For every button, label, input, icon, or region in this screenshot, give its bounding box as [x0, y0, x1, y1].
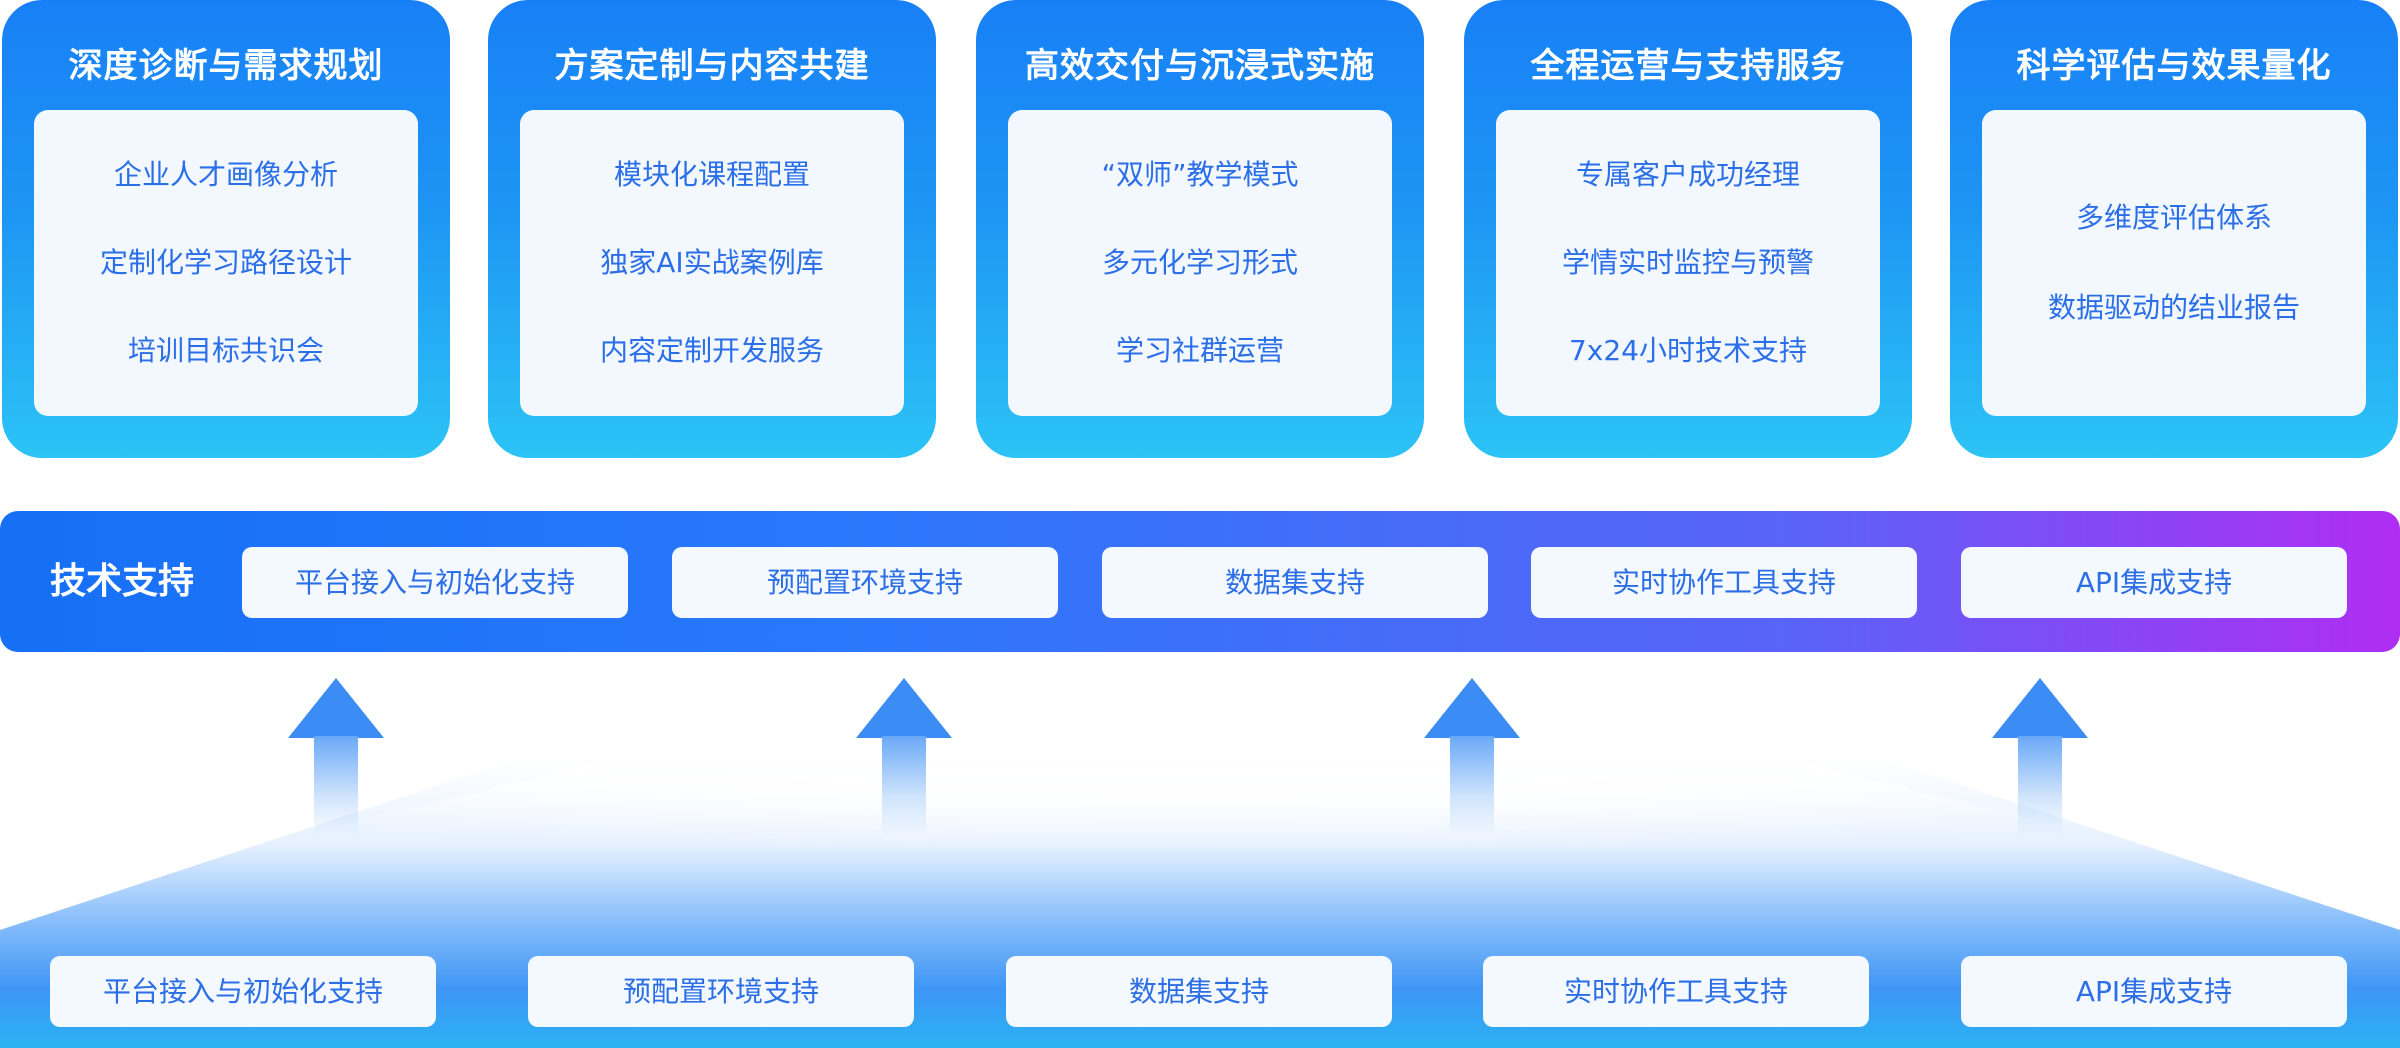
base-item: API集成支持: [1961, 956, 2347, 1027]
card-item: 学习社群运营: [1115, 334, 1284, 367]
arrow-up-icon: [1424, 678, 1520, 836]
card-items: “双师”教学模式 多元化学习形式 学习社群运营: [1008, 110, 1392, 416]
card-item: 培训目标共识会: [127, 334, 324, 367]
tech-support-item: 实时协作工具支持: [1531, 547, 1917, 618]
base-item: 数据集支持: [1006, 956, 1392, 1027]
card-item: 内容定制开发服务: [599, 334, 824, 367]
arrow-up-icon: [1992, 678, 2088, 836]
card-item: 企业人才画像分析: [113, 158, 338, 191]
card-item: 定制化学习路径设计: [99, 246, 352, 279]
card-item: 数据驱动的结业报告: [2047, 291, 2300, 324]
tech-support-item: API集成支持: [1961, 547, 2347, 618]
card-diagnosis: 深度诊断与需求规划 企业人才画像分析 定制化学习路径设计 培训目标共识会: [2, 0, 450, 458]
tech-support-item: 数据集支持: [1102, 547, 1488, 618]
card-item: “双师”教学模式: [1101, 158, 1299, 191]
card-title: 全程运营与支持服务: [1530, 46, 1846, 86]
card-delivery: 高效交付与沉浸式实施 “双师”教学模式 多元化学习形式 学习社群运营: [976, 0, 1424, 458]
card-title: 方案定制与内容共建: [554, 46, 870, 86]
service-cards: 深度诊断与需求规划 企业人才画像分析 定制化学习路径设计 培训目标共识会 方案定…: [0, 0, 2400, 460]
card-item: 多维度评估体系: [2075, 201, 2272, 234]
base-item: 平台接入与初始化支持: [50, 956, 436, 1027]
tech-support-item: 平台接入与初始化支持: [242, 547, 628, 618]
card-title: 科学评估与效果量化: [2016, 46, 2332, 86]
card-items: 企业人才画像分析 定制化学习路径设计 培训目标共识会: [34, 110, 418, 416]
base-item: 实时协作工具支持: [1483, 956, 1869, 1027]
card-item: 独家AI实战案例库: [600, 246, 824, 279]
arrow-up-icon: [288, 678, 384, 836]
card-item: 模块化课程配置: [613, 158, 810, 191]
card-title: 深度诊断与需求规划: [68, 46, 384, 86]
card-item: 学情实时监控与预警: [1561, 246, 1814, 279]
tech-support-bar: 技术支持 平台接入与初始化支持 预配置环境支持 数据集支持 实时协作工具支持 A…: [0, 511, 2400, 652]
card-items: 模块化课程配置 独家AI实战案例库 内容定制开发服务: [520, 110, 904, 416]
card-item: 多元化学习形式: [1101, 246, 1298, 279]
card-operations: 全程运营与支持服务 专属客户成功经理 学情实时监控与预警 7x24小时技术支持: [1464, 0, 1912, 458]
card-item: 专属客户成功经理: [1575, 158, 1800, 191]
card-evaluation: 科学评估与效果量化 多维度评估体系 数据驱动的结业报告: [1950, 0, 2398, 458]
card-items: 多维度评估体系 数据驱动的结业报告: [1982, 110, 2366, 416]
tech-support-label: 技术支持: [50, 561, 195, 602]
card-items: 专属客户成功经理 学情实时监控与预警 7x24小时技术支持: [1496, 110, 1880, 416]
tech-support-item: 预配置环境支持: [672, 547, 1058, 618]
arrow-up-icon: [856, 678, 952, 836]
base-item: 预配置环境支持: [528, 956, 914, 1027]
card-title: 高效交付与沉浸式实施: [1025, 46, 1375, 86]
card-item: 7x24小时技术支持: [1568, 334, 1807, 367]
card-customization: 方案定制与内容共建 模块化课程配置 独家AI实战案例库 内容定制开发服务: [488, 0, 936, 458]
